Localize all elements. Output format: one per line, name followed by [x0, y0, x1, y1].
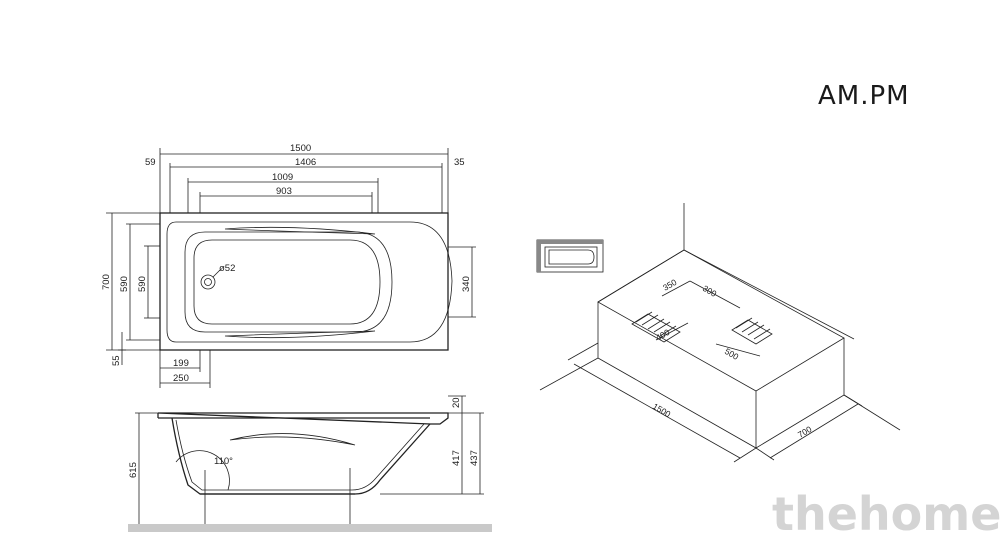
side-decoration [229, 433, 356, 446]
dim-height: 615 [128, 462, 139, 478]
dim-install-length: 1500 [651, 401, 673, 419]
dim-inner-width: 590 [119, 276, 130, 292]
tub-rim-side [157, 412, 449, 425]
dim-bottom-offset: 55 [111, 355, 122, 366]
dim-300: 300 [701, 283, 719, 299]
dim-basin-bottom-length: 903 [276, 186, 292, 197]
dim-left-offset: 59 [145, 157, 156, 168]
angle-arc [175, 450, 230, 491]
dim-basin-top-length: 1009 [272, 172, 293, 183]
dim-drain-diameter: ø52 [219, 263, 235, 274]
dim-right-width: 340 [461, 276, 472, 292]
dim-install-width: 700 [796, 424, 814, 440]
tub-rim [166, 221, 453, 343]
support-pad-left [631, 311, 681, 343]
armrest-top [224, 226, 376, 235]
tub-basin-inner [193, 239, 381, 325]
dim-350: 350 [661, 277, 679, 293]
dim-500: 500 [723, 346, 741, 362]
dim-400: 400 [654, 327, 672, 343]
top-view: 1500 1406 59 35 1009 903 700 590 590 [101, 143, 476, 388]
dim-rim: 20 [451, 397, 462, 408]
tub-outline-top [159, 212, 449, 351]
tub-basin [184, 231, 393, 333]
dim-inner-length: 1406 [295, 157, 316, 168]
dim-drain-x: 199 [173, 358, 189, 369]
drain-inner-icon [204, 278, 212, 286]
tub-body-side [171, 417, 431, 495]
dim-depth-outer: 437 [469, 450, 480, 466]
brand-logo: AM.PM [818, 81, 910, 111]
drain-icon [200, 274, 216, 290]
dim-angle: 110° [214, 456, 233, 467]
dim-drain-x2: 250 [173, 373, 189, 384]
floor [128, 524, 492, 532]
dim-right-offset: 35 [454, 157, 465, 168]
watermark: thehome [772, 487, 1000, 541]
dim-basin-width: 590 [137, 276, 148, 292]
dim-total-width: 700 [101, 274, 112, 290]
armrest-bottom [224, 330, 376, 339]
tub-inner-side [175, 419, 425, 491]
dim-depth-inner: 417 [451, 450, 462, 466]
side-view: 110° 615 20 417 437 [128, 395, 492, 532]
mini-plan-icon [536, 239, 604, 273]
support-pad-right [731, 317, 773, 345]
box-top [597, 249, 845, 392]
dim-total-length: 1500 [290, 143, 311, 154]
